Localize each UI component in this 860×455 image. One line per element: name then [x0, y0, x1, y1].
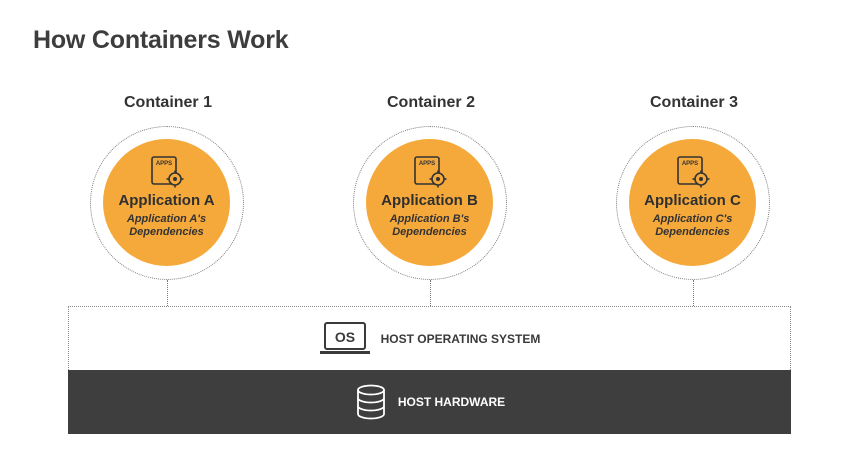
connector-line	[693, 280, 694, 306]
host-hardware-label: HOST HARDWARE	[397, 395, 506, 409]
application-dependencies: Application A's Dependencies	[113, 213, 220, 239]
dependencies-line-2: Dependencies	[392, 226, 467, 238]
host-hardware-layer: HOST HARDWARE	[68, 370, 791, 434]
container-boundary: APPS Application A Application A's Depen…	[90, 126, 244, 280]
dependencies-line-1: Application C's	[652, 213, 733, 225]
container-label: Container 3	[649, 94, 738, 111]
apps-icon-label: APPS	[155, 161, 171, 167]
application-circle: APPS Application A Application A's Depen…	[103, 139, 230, 266]
host-os-layer: OS HOST OPERATING SYSTEM	[68, 306, 791, 370]
application-dependencies: Application B's Dependencies	[376, 213, 483, 239]
container-boundary: APPS Application B Application B's Depen…	[353, 126, 507, 280]
container-3: Container 3 APPS Application C Applicati…	[609, 92, 779, 280]
application-dependencies: Application C's Dependencies	[639, 213, 746, 239]
application-circle: APPS Application B Application B's Depen…	[366, 139, 493, 266]
diagram-title: How Containers Work	[33, 26, 289, 54]
connector-line	[430, 280, 431, 306]
container-1: Container 1 APPS Application A Applicati…	[83, 92, 253, 280]
container-label: Container 1	[123, 94, 212, 111]
container-boundary: APPS Application C Application C's Depen…	[616, 126, 770, 280]
dependencies-line-1: Application B's	[389, 213, 470, 225]
os-icon-label: OS	[334, 329, 354, 345]
application-circle: APPS Application C Application C's Depen…	[629, 139, 756, 266]
dependencies-line-2: Dependencies	[129, 226, 204, 238]
host-os-label: HOST OPERATING SYSTEM	[380, 331, 541, 346]
dependencies-line-2: Dependencies	[655, 226, 730, 238]
container-2: Container 2 APPS Application B Applicati…	[346, 92, 516, 280]
application-name: Application B	[381, 192, 478, 209]
apps-icon: APPS	[150, 156, 183, 188]
application-name: Application A	[118, 192, 215, 209]
apps-icon-label: APPS	[681, 161, 697, 167]
apps-icon: APPS	[413, 156, 446, 188]
connector-line	[167, 280, 168, 306]
apps-icon: APPS	[676, 156, 709, 188]
database-icon	[356, 384, 385, 420]
apps-icon-label: APPS	[418, 161, 434, 167]
laptop-os-icon: OS	[319, 321, 370, 354]
container-label: Container 2	[386, 94, 475, 111]
application-name: Application C	[644, 192, 741, 209]
dependencies-line-1: Application A's	[126, 213, 207, 225]
